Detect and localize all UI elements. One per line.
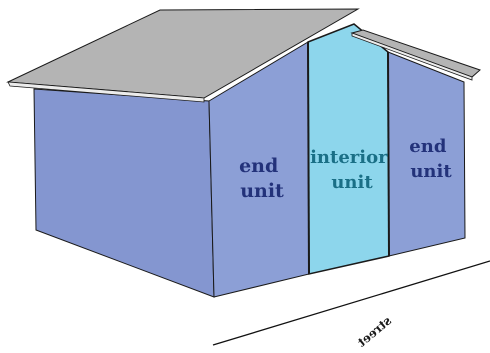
left-unit-label-line2: unit [240, 180, 284, 202]
main-roof-edge [7, 81, 205, 103]
left-unit-label-line1: end [239, 155, 278, 177]
street-line [212, 260, 490, 346]
right-unit-label: end unit [409, 136, 452, 182]
right-unit-label-line1: end [409, 136, 447, 157]
interior-unit-label-line1: interior [310, 147, 388, 168]
party-wall-left [307, 41, 310, 275]
lower-roof-edge [351, 32, 473, 81]
street-label: street [354, 314, 394, 350]
party-wall-right [387, 51, 390, 257]
interior-unit-label: interior unit [310, 147, 394, 193]
side-wall [33, 88, 215, 298]
left-unit-label: end unit [239, 155, 285, 202]
interior-unit-label-line2: unit [331, 172, 373, 193]
right-unit-label-line2: unit [410, 161, 452, 182]
